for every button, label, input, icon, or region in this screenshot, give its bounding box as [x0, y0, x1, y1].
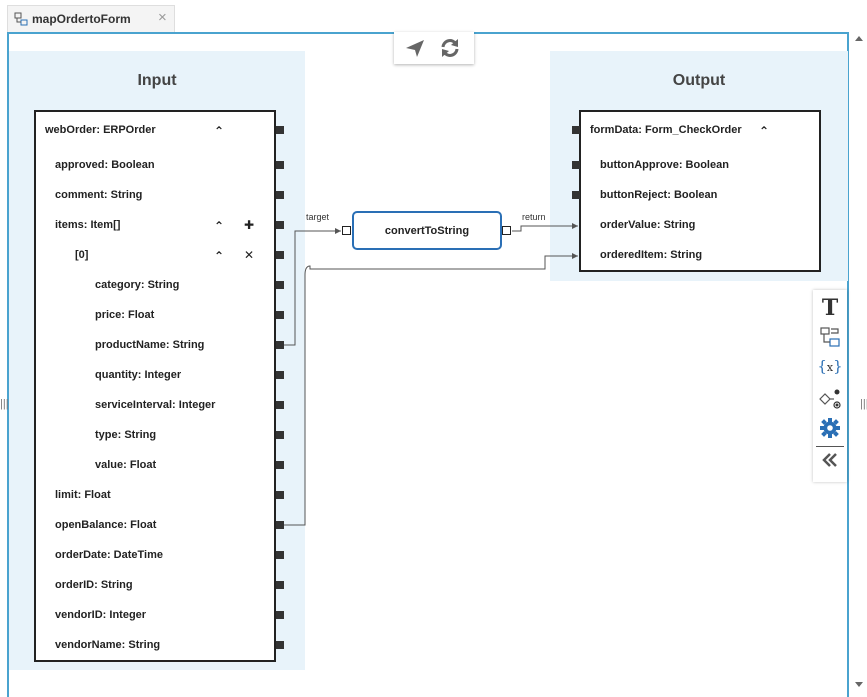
- toolbar-divider: [816, 446, 844, 447]
- input-pane-title: Input: [137, 72, 177, 89]
- chevron-up-icon[interactable]: ⌃: [214, 219, 225, 233]
- left-resize-handle[interactable]: |||: [0, 398, 9, 410]
- input-field-label: [0]: [75, 249, 89, 261]
- input-port[interactable]: [276, 251, 284, 259]
- input-port[interactable]: [276, 491, 284, 499]
- input-port[interactable]: [276, 521, 284, 529]
- input-field-label: openBalance: Float: [55, 519, 157, 531]
- right-resize-handle[interactable]: |||: [860, 398, 867, 410]
- scroll-down-icon[interactable]: [855, 682, 863, 687]
- input-field-label: comment: String: [55, 189, 143, 201]
- input-port[interactable]: [276, 221, 284, 229]
- settings-icon[interactable]: [813, 417, 847, 445]
- input-field-label: price: Float: [95, 309, 155, 321]
- chevron-up-icon[interactable]: ⌃: [759, 124, 770, 138]
- return-label: return: [522, 212, 546, 222]
- output-field-label: orderedItem: String: [600, 249, 703, 261]
- chevron-up-icon[interactable]: ⌃: [214, 124, 225, 138]
- input-port[interactable]: [276, 431, 284, 439]
- input-field-label: quantity: Integer: [95, 369, 182, 381]
- input-field-label: limit: Float: [55, 489, 111, 501]
- side-toolbar: T {x}: [813, 290, 847, 482]
- input-port[interactable]: [276, 311, 284, 319]
- input-field-label: serviceInterval: Integer: [95, 399, 216, 411]
- variable-icon[interactable]: {x}: [817, 357, 843, 375]
- input-port[interactable]: [276, 551, 284, 559]
- input-field-label: productName: String: [95, 339, 205, 351]
- output-structure[interactable]: [579, 110, 821, 272]
- target-label: target: [306, 212, 330, 222]
- input-port[interactable]: [276, 281, 284, 289]
- vertical-scrollbar[interactable]: [851, 32, 867, 697]
- output-pane-title: Output: [672, 72, 726, 89]
- input-port[interactable]: [276, 341, 284, 349]
- tab-bar: mapOrdertoForm ×: [0, 0, 867, 32]
- convert-to-string-node[interactable]: convertToString: [352, 211, 502, 250]
- rule-icon[interactable]: [813, 387, 847, 415]
- output-field-label: buttonApprove: Boolean: [600, 159, 729, 171]
- function-output-port[interactable]: [502, 226, 511, 235]
- refresh-icon[interactable]: [439, 37, 461, 59]
- input-port[interactable]: [276, 641, 284, 649]
- tab-title: mapOrdertoForm: [32, 12, 131, 26]
- function-label: convertToString: [384, 225, 470, 237]
- output-field-label: buttonReject: Boolean: [600, 189, 718, 201]
- close-icon[interactable]: ×: [158, 9, 167, 26]
- navigate-icon[interactable]: [404, 38, 426, 58]
- top-toolbar: [394, 32, 474, 64]
- input-field-label: orderDate: DateTime: [55, 549, 163, 561]
- output-root-label: formData: Form_CheckOrder: [590, 124, 742, 136]
- input-port[interactable]: [276, 161, 284, 169]
- input-port[interactable]: [276, 611, 284, 619]
- chevron-up-icon[interactable]: ⌃: [214, 249, 225, 263]
- input-field-label: category: String: [95, 279, 180, 291]
- output-port[interactable]: [572, 126, 580, 134]
- text-icon[interactable]: T: [821, 295, 839, 321]
- function-input-port[interactable]: [342, 226, 351, 235]
- output-port[interactable]: [572, 191, 580, 199]
- input-structure[interactable]: [34, 110, 276, 662]
- input-field-label: vendorID: Integer: [55, 609, 147, 621]
- scroll-up-icon[interactable]: [855, 36, 863, 41]
- input-port[interactable]: [276, 371, 284, 379]
- structure-icon[interactable]: [813, 326, 847, 354]
- input-port[interactable]: [276, 581, 284, 589]
- input-field-label: vendorName: String: [55, 639, 161, 651]
- mapping-icon: [14, 12, 28, 26]
- input-port[interactable]: [276, 126, 284, 134]
- input-field-label: orderID: String: [55, 579, 133, 591]
- remove-icon[interactable]: ✕: [244, 248, 255, 262]
- input-field-label: type: String: [95, 429, 157, 441]
- input-field-label: items: Item[]: [55, 219, 121, 231]
- input-field-label: approved: Boolean: [55, 159, 155, 171]
- input-field-label: value: Float: [95, 459, 157, 471]
- add-icon[interactable]: ✚: [244, 218, 255, 232]
- output-field-label: orderValue: String: [600, 219, 696, 231]
- input-port[interactable]: [276, 401, 284, 409]
- collapse-icon[interactable]: [813, 450, 847, 478]
- input-port[interactable]: [276, 191, 284, 199]
- output-port[interactable]: [572, 161, 580, 169]
- input-port[interactable]: [276, 461, 284, 469]
- tab-maporder[interactable]: mapOrdertoForm ×: [7, 5, 175, 32]
- input-root-label: webOrder: ERPOrder: [45, 124, 156, 136]
